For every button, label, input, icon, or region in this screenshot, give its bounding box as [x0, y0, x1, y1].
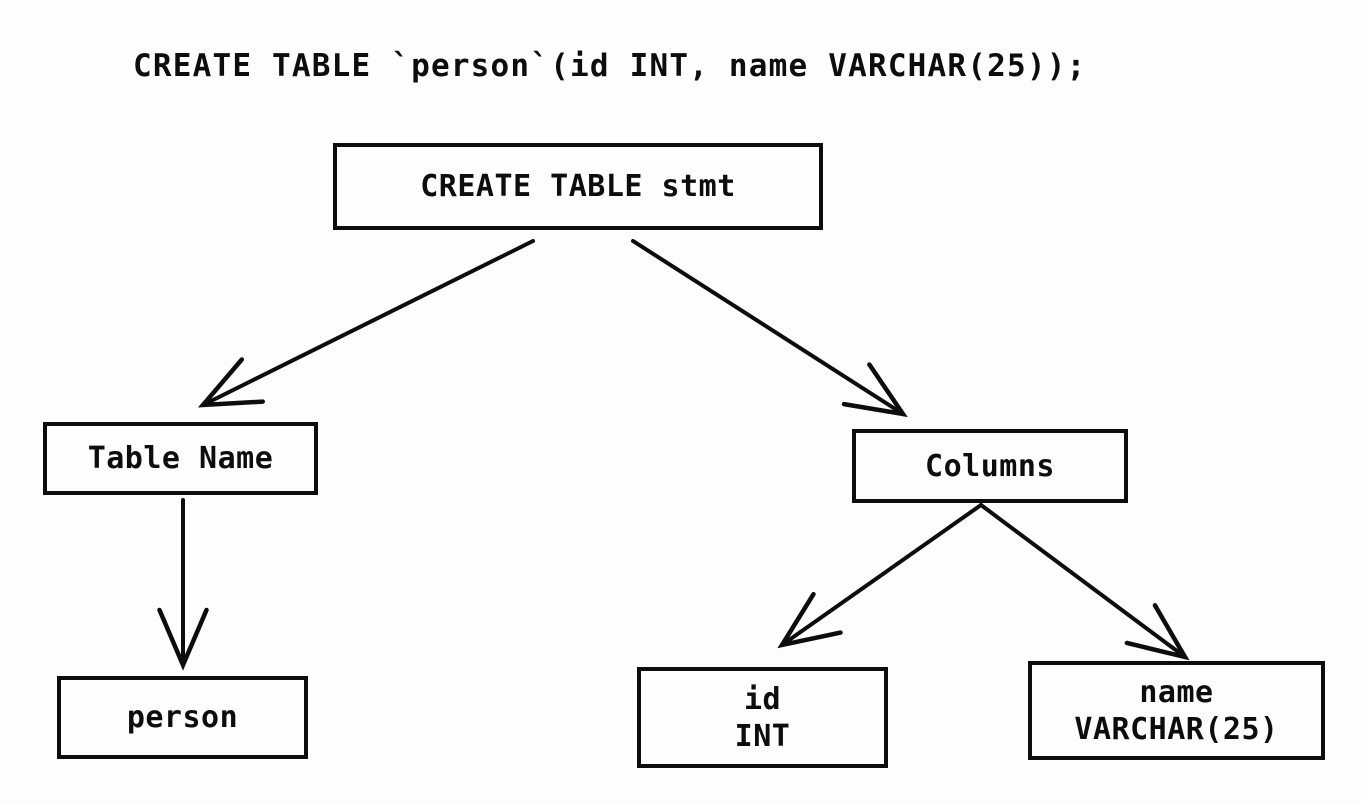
node-columns: Columns: [852, 429, 1128, 503]
node-label: person: [126, 700, 239, 735]
node-label: Columns: [925, 448, 1055, 484]
node-label: CREATE TABLE stmt: [420, 169, 736, 204]
edge-root-to-columns-arrow: [631, 239, 908, 418]
node-label-line-1: id: [743, 681, 782, 717]
node-name-varchar: name VARCHAR(25): [1028, 661, 1325, 760]
node-label: Table Name: [87, 441, 274, 476]
node-id-int: id INT: [637, 667, 888, 768]
node-person: person: [57, 676, 308, 759]
edge-root-to-table-name-arrow: [197, 239, 535, 408]
node-create-table-stmt: CREATE TABLE stmt: [333, 143, 823, 230]
node-label-line-2: INT: [734, 718, 791, 754]
node-label-line-2: VARCHAR(25): [1074, 711, 1279, 747]
node-table-name: Table Name: [43, 422, 318, 495]
edge-columns-to-id-int-arrow: [777, 503, 983, 649]
node-label-line-1: name: [1139, 674, 1214, 710]
sql-statement-text: CREATE TABLE `person`(id INT, name VARCH…: [133, 48, 1087, 84]
edge-columns-to-name-varchar-arrow: [979, 503, 1190, 661]
